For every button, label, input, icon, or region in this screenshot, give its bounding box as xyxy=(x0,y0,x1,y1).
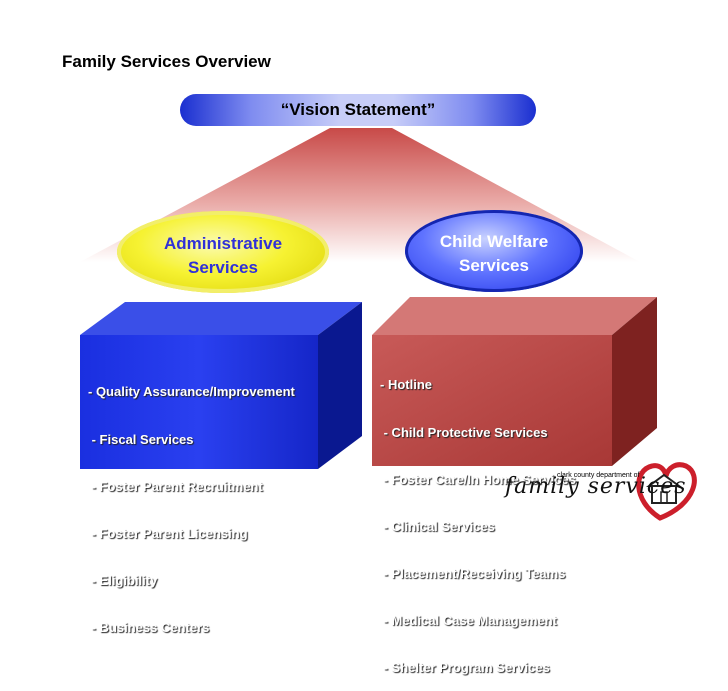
administrative-services-oval xyxy=(117,211,329,293)
list-item: - Clinical Services xyxy=(380,518,495,534)
child-welfare-services-oval xyxy=(405,210,583,292)
list-item: - Hotline xyxy=(380,377,432,393)
admin-services-list: - Quality Assurance/Improvement - Fiscal… xyxy=(88,353,295,651)
vision-statement-bar xyxy=(180,94,536,126)
list-item: - Foster Parent Licensing xyxy=(88,525,248,541)
heart-house-icon xyxy=(636,462,697,521)
list-item: - Quality Assurance/Improvement xyxy=(88,384,295,400)
admin-services-box xyxy=(80,302,362,469)
admin-label-line1: Administrative xyxy=(163,234,283,253)
list-item: - Shelter Program Services xyxy=(380,660,550,676)
vision-statement-label: “Vision Statement” xyxy=(280,100,436,119)
child-welfare-list: - Hotline - Child Protective Services - … xyxy=(380,346,576,691)
list-item: - Foster Care/In Home Services xyxy=(380,471,576,487)
page-title: Family Services Overview xyxy=(62,52,271,71)
list-item: - Placement/Receiving Teams xyxy=(380,565,566,581)
list-item: - Fiscal Services xyxy=(88,431,194,447)
list-item: - Foster Parent Recruitment xyxy=(88,478,263,494)
child-label-line2: Services xyxy=(459,256,529,275)
list-item: - Child Protective Services xyxy=(380,424,548,440)
admin-label-line2: Services xyxy=(188,258,258,277)
list-item: - Business Centers xyxy=(88,619,210,635)
child-label-line1: Child Welfare xyxy=(439,232,549,251)
list-item: - Eligibility xyxy=(88,572,158,588)
child-welfare-services-label: Child Welfare Services xyxy=(405,230,583,278)
administrative-services-label: Administrative Services xyxy=(117,232,329,280)
child-welfare-box xyxy=(372,297,657,466)
logo-script-text: family services xyxy=(505,474,687,499)
list-item: - Medical Case Management xyxy=(380,612,557,628)
logo-department-text: clark county department of xyxy=(557,472,640,479)
